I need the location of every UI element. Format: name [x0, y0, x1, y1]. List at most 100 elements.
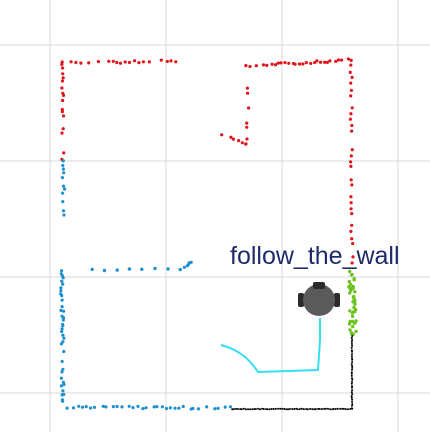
- scan-point: [251, 408, 254, 411]
- scan-point: [61, 163, 65, 168]
- robot-left-wheel: [298, 293, 304, 307]
- scan-point: [350, 311, 354, 315]
- scan-point: [295, 407, 298, 410]
- scan-point: [133, 59, 137, 63]
- scan-point: [334, 59, 338, 64]
- scan-point: [141, 60, 145, 64]
- scan-point: [349, 154, 353, 158]
- scan-point: [352, 294, 356, 299]
- scan-point: [61, 93, 66, 97]
- scan-point: [350, 337, 353, 339]
- scan-point: [160, 405, 164, 409]
- scan-point: [118, 61, 123, 65]
- scan-point: [350, 391, 353, 394]
- scan-point: [328, 59, 332, 63]
- scan-point: [336, 407, 339, 410]
- scan-point: [352, 278, 356, 282]
- scan-point: [324, 407, 327, 410]
- scan-point: [248, 64, 252, 69]
- scan-point: [350, 395, 353, 398]
- scan-point: [350, 382, 353, 385]
- scan-point: [350, 212, 354, 216]
- scan-point: [205, 405, 209, 409]
- robot-body: [303, 284, 335, 316]
- scan-point: [351, 404, 353, 407]
- scan-point: [61, 318, 65, 322]
- scan-point: [127, 60, 132, 65]
- scan-point: [344, 408, 347, 411]
- scan-point: [191, 406, 195, 411]
- scan-point: [166, 267, 170, 271]
- scan-point: [131, 406, 135, 410]
- scan-point: [283, 61, 287, 65]
- scan-point: [353, 302, 357, 306]
- scan-point: [90, 267, 94, 272]
- scan-point: [349, 178, 353, 182]
- scan-point: [293, 408, 296, 410]
- scan-point: [351, 358, 354, 361]
- scan-point: [349, 164, 353, 168]
- scan-point: [178, 267, 182, 272]
- scan-point: [240, 141, 244, 145]
- scan-point: [349, 94, 353, 98]
- scan-point: [342, 407, 345, 410]
- scan-point: [196, 407, 200, 411]
- scan-point: [60, 279, 64, 283]
- scan-point: [153, 266, 157, 271]
- scan-point: [349, 201, 353, 205]
- scan-point: [159, 58, 163, 62]
- scan-point: [60, 60, 64, 64]
- scan-point: [61, 98, 65, 103]
- scan-point: [351, 365, 354, 368]
- scan-point: [136, 404, 140, 408]
- scan-point: [287, 61, 291, 65]
- scan-point: [350, 106, 354, 110]
- scan-point: [340, 58, 344, 62]
- scan-point: [61, 389, 65, 393]
- scan-point: [279, 407, 282, 410]
- scan-point: [59, 308, 63, 312]
- behavior-state-label: follow_the_wall: [230, 242, 400, 270]
- scan-point: [61, 324, 65, 328]
- scan-point: [350, 183, 354, 187]
- scan-point: [298, 408, 301, 411]
- scan-point: [268, 408, 271, 411]
- laser-scan-green-points: [347, 269, 358, 336]
- scan-point: [60, 393, 64, 397]
- scan-point: [87, 61, 91, 65]
- scan-point: [63, 187, 67, 191]
- scan-point: [59, 342, 64, 346]
- scan-point: [351, 378, 354, 381]
- scan-point: [61, 191, 65, 195]
- scan-point: [244, 64, 248, 68]
- scan-point: [351, 385, 353, 388]
- scan-point: [61, 167, 65, 171]
- scan-point: [313, 60, 317, 65]
- scan-point: [313, 408, 316, 411]
- scan-point: [123, 60, 127, 64]
- scan-point: [321, 408, 323, 410]
- scan-point: [61, 159, 65, 163]
- scan-point: [336, 58, 340, 62]
- scan-point: [59, 384, 64, 388]
- scan-point: [60, 110, 64, 114]
- scan-point: [213, 407, 217, 411]
- scan-point: [348, 309, 352, 313]
- scan-point: [349, 331, 354, 335]
- scan-point: [254, 408, 257, 410]
- scan-point: [77, 404, 81, 408]
- scan-point: [350, 371, 353, 374]
- scan-point: [120, 405, 124, 409]
- scan-point: [349, 195, 353, 199]
- scan-point: [350, 346, 353, 349]
- scan-point: [62, 349, 66, 354]
- scan-point: [327, 407, 329, 410]
- scan-point: [60, 359, 64, 364]
- scan-point: [323, 408, 326, 410]
- laser-scan-black-points: [231, 335, 354, 411]
- scan-point: [349, 288, 353, 293]
- scan-point: [349, 88, 353, 92]
